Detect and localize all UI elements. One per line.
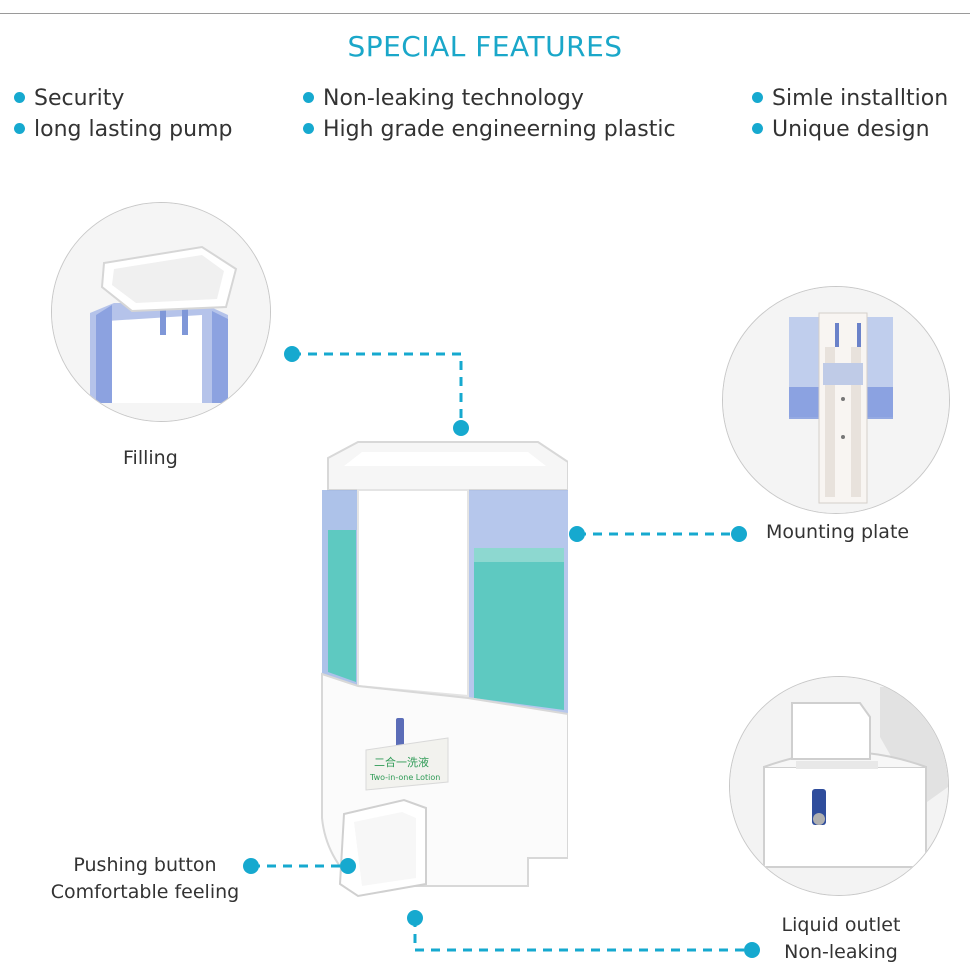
mounting-plate-image: [722, 286, 950, 514]
top-divider: [0, 13, 970, 14]
bullet-icon: [752, 91, 763, 103]
bullet-icon: [752, 122, 763, 134]
liquid-outlet-image: [729, 676, 949, 896]
callout-dot: [731, 526, 747, 542]
callout-dot: [453, 420, 469, 436]
callout-dot: [340, 858, 356, 874]
feature-item: Unique design: [752, 117, 930, 142]
filling-caption: Filling: [123, 447, 178, 469]
bullet-icon: [14, 91, 25, 103]
liquid-outlet-caption: Liquid outlet Non-leaking: [781, 914, 901, 963]
bullet-icon: [303, 122, 314, 134]
product-label-cn: 二合一洗液: [374, 755, 429, 769]
mounting-plate-caption: Mounting plate: [766, 521, 910, 543]
callout-dot: [407, 910, 423, 926]
pushing-button-caption: Pushing button Comfortable feeling: [50, 854, 240, 903]
feature-item: Non-leaking technology: [303, 86, 584, 111]
callout-dot: [569, 526, 585, 542]
callout-dot: [284, 346, 300, 362]
feature-item: High grade engineerning plastic: [303, 117, 676, 142]
soap-dispenser-image: 二合一洗液 Two-in-one Lotion: [321, 441, 568, 898]
feature-item: Simle installtion: [752, 86, 948, 111]
callout-dot: [744, 942, 760, 958]
bullet-icon: [14, 122, 25, 134]
feature-item: Security: [14, 86, 124, 111]
page-title: SPECIAL FEATURES: [347, 30, 623, 63]
filling-detail-image: [51, 202, 271, 422]
product-label-en: Two-in-one Lotion: [369, 773, 440, 782]
feature-item: long lasting pump: [14, 117, 232, 142]
bullet-icon: [303, 91, 314, 103]
callout-dot: [243, 858, 259, 874]
